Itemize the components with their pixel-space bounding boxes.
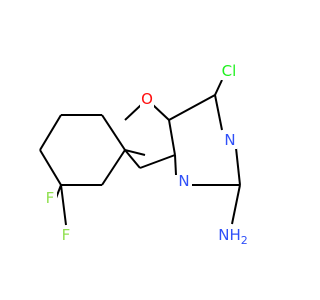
bond-c9b-c9a-2: [124, 149, 141, 169]
bond-n1-c4b: [174, 154, 177, 176]
bonds-layer: [39, 79, 241, 226]
structure-canvas: O Cl N N NH2 F: [39, 62, 250, 247]
bond-c6-c7: [39, 114, 62, 151]
atom-fluorine-lower: F: [60, 226, 73, 244]
bond-c4-cl: [214, 79, 223, 96]
atom-label-oxygen: O: [141, 90, 153, 108]
bond-c4b-c9b: [139, 154, 176, 169]
atom-nitrogen-upper: N: [223, 131, 237, 149]
bond-c2-nh2: [231, 184, 241, 225]
bond-c8a-c4b: [168, 119, 176, 156]
bond-c8a-c4: [168, 94, 216, 121]
bond-c9b-c9a: [124, 149, 146, 156]
bond-c4-n3: [214, 94, 223, 131]
atom-label-nitrogen-upper: N: [224, 131, 235, 149]
atom-label-fluorine-upper: F: [46, 189, 55, 207]
atom-fluorine-upper: F: [44, 189, 57, 207]
amine-symbol: NH: [218, 226, 241, 244]
atom-nitrogen-lower: N: [177, 172, 191, 190]
bond-c4a-o: [124, 104, 142, 121]
amine-subscript: 2: [241, 234, 248, 247]
bond-o-c8a: [152, 104, 170, 121]
atom-label-amine: NH2: [218, 226, 248, 247]
atom-amine: NH2: [216, 225, 250, 247]
atom-label-nitrogen-lower: N: [178, 172, 189, 190]
labels-layer: O Cl N N NH2 F: [44, 62, 250, 247]
bond-c4a-c5: [101, 114, 126, 151]
bond-c9-c9a: [101, 149, 126, 186]
bond-c8-f-lower: [60, 184, 67, 226]
atom-label-chlorine: Cl: [222, 62, 237, 80]
atom-oxygen: O: [140, 90, 154, 108]
bond-c7-c8: [39, 149, 62, 186]
molecule-diagram: O Cl N N NH2 F: [39, 62, 250, 247]
bond-n3-c2: [235, 147, 241, 186]
atom-chlorine: Cl: [218, 62, 240, 80]
atom-label-fluorine-lower: F: [62, 226, 71, 244]
